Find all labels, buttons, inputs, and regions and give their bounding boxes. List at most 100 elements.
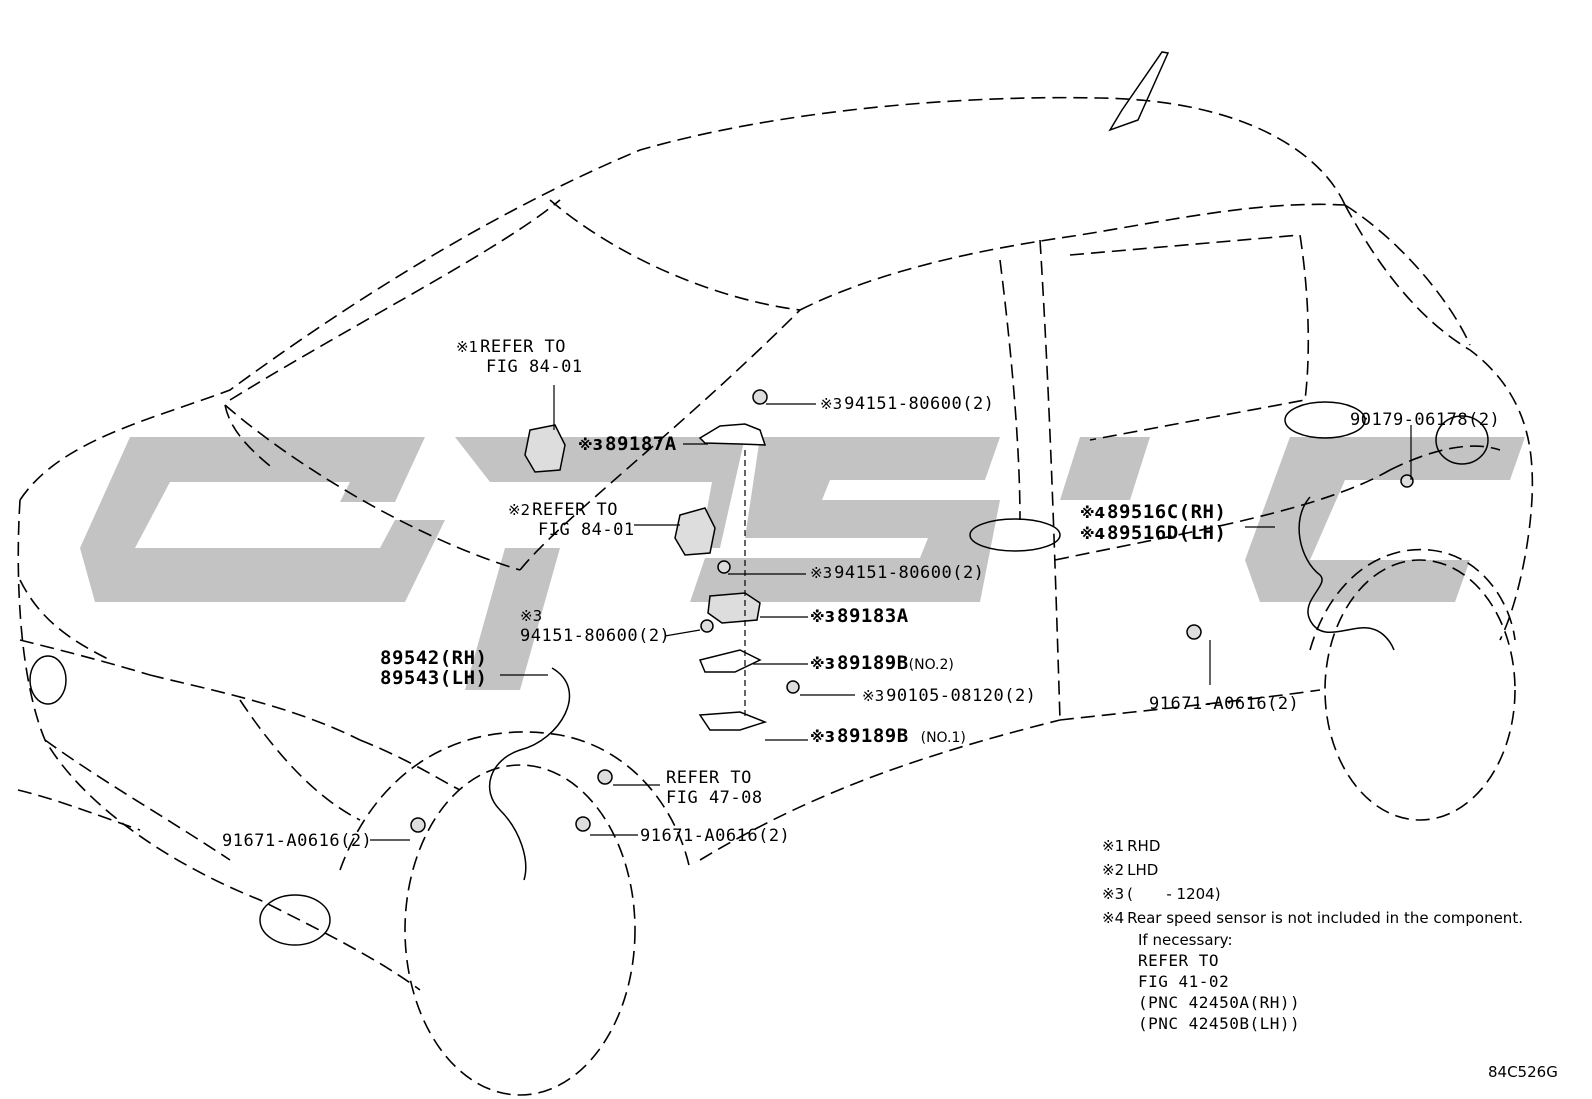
antenna xyxy=(1108,51,1170,132)
part-number-rh: 89516C(RH) xyxy=(1107,501,1227,523)
part-number: 90105-08120(2) xyxy=(886,686,1037,706)
bolt-front-right-shape xyxy=(575,816,591,832)
watermark-s xyxy=(690,437,1000,602)
note-4-refer: REFER TO FIG 41-02 (PNC 42450A(RH)) (PNC… xyxy=(1138,950,1523,1034)
note-mark: ※3 xyxy=(810,655,836,673)
label-bolt-front-right: 91671-A0616(2) xyxy=(640,826,790,846)
part-number: 89183A xyxy=(837,605,909,627)
note-mark: ※1 xyxy=(456,338,479,356)
nut-left-shape xyxy=(700,619,714,633)
clip-rear-shape xyxy=(1400,474,1414,488)
computer-89183a-shape xyxy=(707,592,761,624)
part-suffix: (NO.2) xyxy=(908,657,954,673)
note-mark: ※3 xyxy=(862,687,885,705)
refer-text: REFER TO xyxy=(532,500,619,520)
watermark-g xyxy=(80,437,445,602)
note-mark: ※1 xyxy=(1102,837,1125,855)
label-bolt-front-left: 91671-A0616(2) xyxy=(222,831,372,851)
note-mark: ※3 xyxy=(810,564,833,582)
bracket-89187a-shape xyxy=(698,423,767,446)
note-mark: ※2 xyxy=(1102,861,1125,879)
front-door-handle xyxy=(969,518,1061,552)
part-number: 91671-A0616(2) xyxy=(1149,694,1300,714)
watermark-dash xyxy=(1060,437,1150,500)
bolt-front-left-shape xyxy=(410,817,426,833)
part-number: 89189B xyxy=(837,652,909,674)
note-mark: ※3 xyxy=(820,395,843,413)
part-number: 94151-80600(2) xyxy=(520,626,671,646)
note-mark: ※3 xyxy=(810,608,836,626)
note-mark: ※3 xyxy=(1102,885,1125,903)
note-refer: REFER TO xyxy=(1138,951,1220,970)
label-clip-rear: 90179-06178(2) xyxy=(1350,410,1500,430)
note-4-detail: If necessary: xyxy=(1138,930,1523,950)
parts xyxy=(410,389,1414,833)
part-number: 91671-A0616(2) xyxy=(640,826,791,846)
emblem xyxy=(29,655,67,705)
part-number: 90179-06178(2) xyxy=(1350,410,1501,430)
note-mark: ※3 xyxy=(520,607,543,625)
rear-sensor-wire xyxy=(1298,496,1395,651)
part-number: 89189B xyxy=(837,725,909,747)
bracket-89189b-no2-shape xyxy=(698,649,762,673)
diagram-code: 84C526G xyxy=(1488,1062,1558,1082)
leader-lines xyxy=(370,385,1412,841)
yaw-sensor-lhd xyxy=(674,507,716,556)
note-text: ( - 1204) xyxy=(1127,885,1221,903)
note-mark: ※4 xyxy=(1080,504,1106,522)
note-text: RHD xyxy=(1127,837,1161,855)
front-sensor-wire xyxy=(489,667,571,881)
tail-lamp xyxy=(1435,415,1489,465)
bolt-90105-shape xyxy=(786,680,800,694)
refer-text: REFER TO xyxy=(666,768,752,788)
note-pnc-lh: (PNC 42450B(LH)) xyxy=(1138,1014,1301,1033)
bolt-rear-shape xyxy=(1186,624,1202,640)
part-suffix: (NO.1) xyxy=(920,730,966,746)
note-mark: ※3 xyxy=(810,728,836,746)
front-wheel xyxy=(404,764,636,1096)
label-bolt-rear: 91671-A0616(2) xyxy=(1149,694,1299,714)
car-outline xyxy=(17,96,1534,991)
refer-fig: FIG 84-01 xyxy=(538,520,635,540)
note-text: If necessary: xyxy=(1138,931,1233,949)
watermark-c xyxy=(1245,437,1525,602)
refer-fig: FIG 47-08 xyxy=(666,788,763,808)
nut-top-shape xyxy=(752,389,768,405)
refer-fig: FIG 84-01 xyxy=(486,357,583,377)
refer-text: REFER TO xyxy=(480,337,567,357)
watermark-logo xyxy=(80,437,1525,690)
note-text: LHD xyxy=(1127,861,1159,879)
note-mark: ※4 xyxy=(1080,525,1106,543)
sensor-wires xyxy=(489,496,1395,881)
fog-lamp xyxy=(259,894,331,946)
rear-door-handle xyxy=(1284,401,1366,439)
part-number: 94151-80600(2) xyxy=(844,394,995,414)
watermark-p xyxy=(455,437,745,690)
note-fig: FIG 41-02 xyxy=(1138,972,1230,991)
note-mark: ※4 xyxy=(1102,909,1125,927)
note-mark: ※2 xyxy=(508,501,531,519)
refer-fig-47-08: REFER TO FIG 47-08 xyxy=(666,768,763,808)
car-details xyxy=(29,51,1489,946)
diagram-code-text: 84C526G xyxy=(1488,1063,1558,1081)
part-number-lh: 89516D(LH) xyxy=(1107,522,1227,544)
part-number: 94151-80600(2) xyxy=(834,563,985,583)
part-number-rh: 89542(RH) xyxy=(380,647,488,669)
bracket-89189b-no1-shape xyxy=(698,711,768,731)
part-number-lh: 89543(LH) xyxy=(380,667,488,689)
note-3: ※3( - 1204) xyxy=(1102,882,1523,906)
label-front-sensors: 89542(RH) 89543(LH) xyxy=(380,648,487,688)
bolt-front-47-shape xyxy=(597,769,613,785)
rear-wheel xyxy=(1324,559,1516,821)
part-number: 91671-A0616(2) xyxy=(222,831,373,851)
